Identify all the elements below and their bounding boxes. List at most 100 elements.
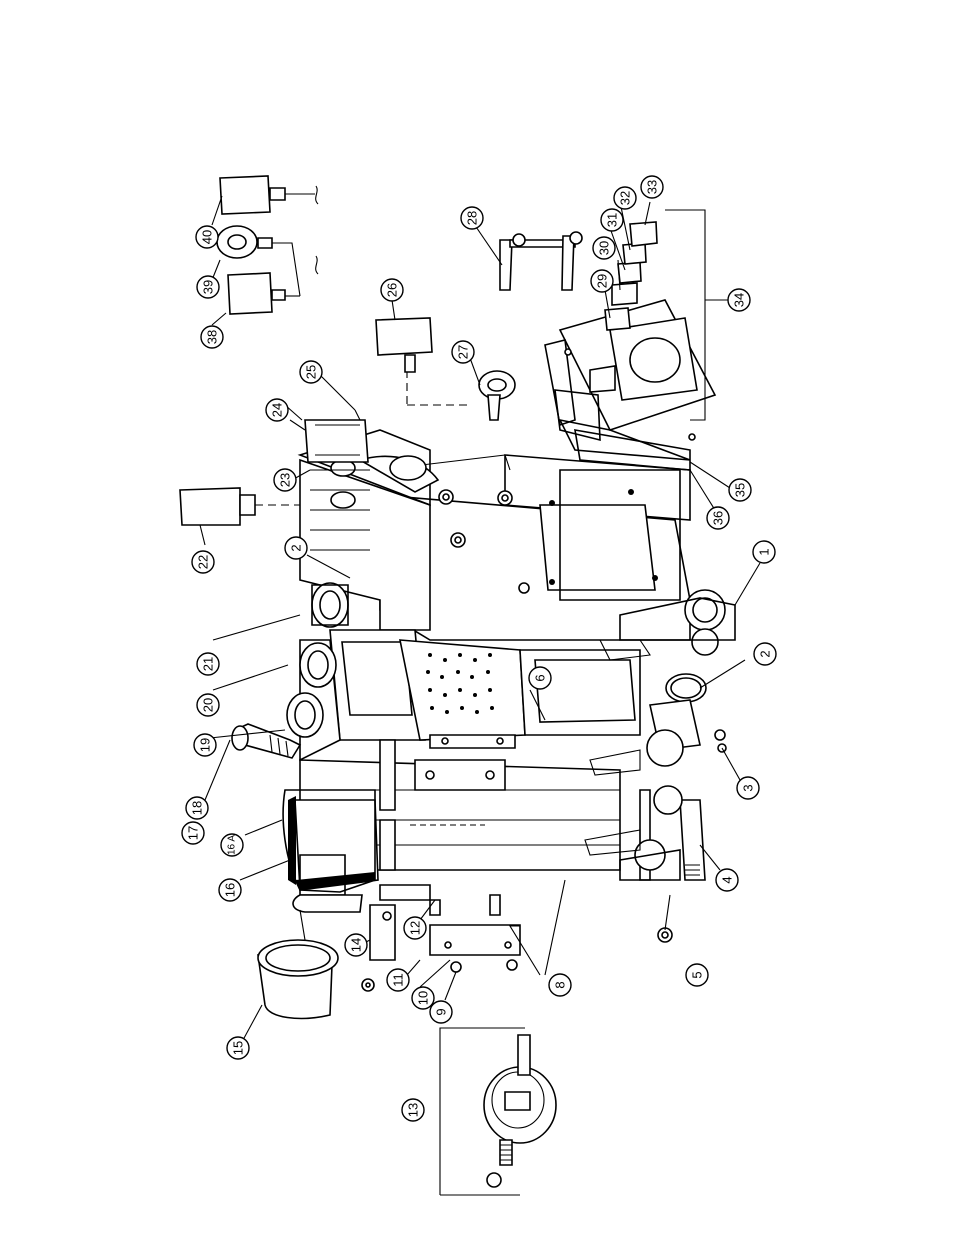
callout-29: 29 [590, 269, 614, 293]
burner-mounting-plate [544, 299, 717, 471]
callout-circle [715, 868, 739, 892]
callout-number: 27 [456, 345, 471, 359]
callout-1: 1 [752, 540, 776, 564]
callout-circle [284, 536, 308, 560]
callout-circle [590, 269, 614, 293]
callout-40: 40 [195, 225, 219, 249]
callout-circle [753, 642, 777, 666]
callout-circle [196, 652, 220, 676]
back-section [282, 789, 379, 913]
callout-34: 34 [727, 288, 751, 312]
callout-number: 23 [278, 473, 293, 487]
callout-circle [193, 733, 217, 757]
sight-glass-kit [604, 221, 658, 331]
callout-number: 33 [645, 180, 660, 194]
callout-circle [344, 933, 368, 957]
callout-35: 35 [728, 478, 752, 502]
callout-number: 5 [690, 971, 705, 978]
nipple-18 [231, 723, 302, 759]
callout-26: 26 [380, 278, 404, 302]
callout-23: 23 [273, 468, 297, 492]
callout-circle [640, 175, 664, 199]
callout-number: 34 [732, 293, 747, 307]
callout-number: 12 [408, 921, 423, 935]
callout-16a: 16 A [220, 833, 244, 857]
callout-circle [265, 398, 289, 422]
callout-number: 25 [304, 365, 319, 379]
control-22 [179, 487, 300, 526]
observation-port [406, 370, 516, 421]
callout-circle [460, 206, 484, 230]
callout-18: 18 [185, 796, 209, 820]
callout-number: 13 [406, 1103, 421, 1117]
return-tappings [286, 582, 349, 738]
callout-number: 19 [198, 738, 213, 752]
callout-10: 10 [411, 986, 435, 1010]
callout-number: 20 [201, 698, 216, 712]
callout-circle [736, 776, 760, 800]
callout-circle [220, 833, 244, 857]
callout-number: 16 [223, 883, 238, 897]
control-26 [375, 317, 433, 373]
callout-14: 14 [344, 933, 368, 957]
callout-circle [181, 821, 205, 845]
callout-number: 11 [391, 973, 406, 987]
inspection-door [483, 1034, 557, 1188]
callout-number: 31 [605, 213, 620, 227]
callout-number: 15 [231, 1041, 246, 1055]
callout-24: 24 [265, 398, 289, 422]
callout-number: 18 [190, 801, 205, 815]
callout-number: 24 [270, 403, 285, 417]
callout-13: 13 [401, 1098, 425, 1122]
callout-circle [273, 468, 297, 492]
callout-17: 17 [181, 821, 205, 845]
callout-circle [386, 968, 410, 992]
callout-22: 22 [191, 550, 215, 574]
callout-circle [411, 986, 435, 1010]
callout-5: 5 [685, 963, 709, 987]
callout-19: 19 [193, 733, 217, 757]
callout-circle [548, 973, 572, 997]
callout-38: 38 [200, 325, 224, 349]
callout-2: 2 [753, 642, 777, 666]
callout-circle [218, 878, 242, 902]
jacket-brackets [369, 884, 501, 961]
callout-number: 28 [465, 211, 480, 225]
callout-number: 26 [385, 283, 400, 297]
callout-number: 21 [201, 657, 216, 671]
callout-20: 20 [196, 693, 220, 717]
callout-number: 10 [416, 991, 431, 1005]
callout-number: 16 A [227, 835, 238, 855]
callout-circle [752, 540, 776, 564]
callout-circle [185, 796, 209, 820]
callout-circle [727, 288, 751, 312]
callout-number: 30 [597, 241, 612, 255]
callout-circle [429, 1000, 453, 1024]
callout-9: 9 [429, 1000, 453, 1024]
callout-circle [195, 225, 219, 249]
callout-number: 14 [349, 938, 364, 952]
callout-circle [403, 916, 427, 940]
callout-12: 12 [403, 916, 427, 940]
callout-number: 4 [720, 876, 735, 883]
callout-circle [728, 478, 752, 502]
callout-32: 32 [613, 186, 637, 210]
cleaning-rods [499, 231, 583, 291]
callout-2: 2 [284, 536, 308, 560]
callout-39: 39 [196, 275, 220, 299]
callout-36: 36 [706, 506, 730, 530]
callout-4: 4 [715, 868, 739, 892]
callout-circle [191, 550, 215, 574]
callout-30: 30 [592, 236, 616, 260]
callout-number: 36 [711, 511, 726, 525]
callout-8: 8 [548, 973, 572, 997]
callout-circle [528, 666, 552, 690]
callout-number: 9 [434, 1008, 449, 1015]
callout-number: 35 [733, 483, 748, 497]
callout-33: 33 [640, 175, 664, 199]
callout-3: 3 [736, 776, 760, 800]
callout-circle [592, 236, 616, 260]
callout-27: 27 [451, 340, 475, 364]
